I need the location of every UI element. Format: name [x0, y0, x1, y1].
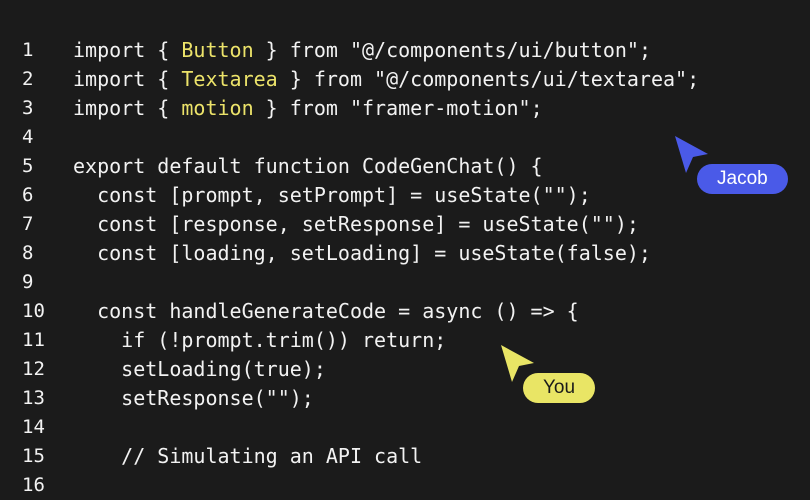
code-line[interactable]: 15 // Simulating an API call [0, 442, 810, 471]
jacob-cursor: Jacob [674, 136, 794, 196]
code-text: const [response, setResponse] = useState… [73, 210, 639, 239]
line-number: 1 [22, 38, 34, 61]
imported-identifier: Button [181, 37, 254, 62]
code-line[interactable]: 7 const [response, setResponse] = useSta… [0, 210, 810, 239]
line-number: 8 [22, 241, 34, 264]
code-line[interactable]: 9 [0, 268, 810, 297]
code-line[interactable]: 1 import { Button } from "@/components/ui… [0, 36, 810, 65]
code-token: const [loading, setLoading] = useState(f… [73, 240, 651, 265]
you-pointer-shape [501, 345, 534, 382]
you-cursor: You [500, 345, 620, 405]
code-token: const handleGenerateCode = async () => { [73, 298, 579, 323]
line-number: 5 [22, 154, 34, 177]
code-token: } from "@/components/ui/textarea"; [277, 66, 700, 91]
code-token: export default function CodeGenChat() { [73, 153, 543, 178]
line-number: 14 [22, 415, 45, 438]
code-token: setResponse(""); [73, 385, 314, 410]
code-token: import { [73, 95, 182, 120]
imported-identifier: motion [181, 95, 254, 120]
code-line[interactable]: 11 if (!prompt.trim()) return; [0, 326, 810, 355]
imported-identifier: Textarea [181, 66, 278, 91]
jacob-pointer-shape [675, 136, 708, 173]
line-number: 12 [22, 357, 45, 380]
code-line[interactable]: 12 setLoading(true); [0, 355, 810, 384]
code-line[interactable]: 3 import { motion } from "framer-motion"; [0, 94, 810, 123]
code-line[interactable]: 14 [0, 413, 810, 442]
code-text: const handleGenerateCode = async () => { [73, 297, 579, 326]
code-text: setResponse(""); [73, 384, 314, 413]
line-number: 9 [22, 270, 34, 293]
code-token: const [response, setResponse] = useState… [73, 211, 639, 236]
code-text: import { Textarea } from "@/components/u… [73, 65, 699, 94]
line-number: 2 [22, 67, 34, 90]
code-line[interactable]: 5 export default function CodeGenChat() { [0, 152, 810, 181]
line-number: 7 [22, 212, 34, 235]
code-line[interactable]: 10 const handleGenerateCode = async () =… [0, 297, 810, 326]
you-cursor-label: You [523, 373, 596, 403]
line-number: 15 [22, 444, 45, 467]
jacob-cursor-label: Jacob [697, 164, 788, 194]
code-line[interactable]: 4 [0, 123, 810, 152]
code-text: const [prompt, setPrompt] = useState("")… [73, 181, 591, 210]
line-number: 16 [22, 473, 45, 496]
line-number: 6 [22, 183, 34, 206]
code-token: import { [73, 66, 182, 91]
code-line[interactable]: 2 import { Textarea } from "@/components/… [0, 65, 810, 94]
code-text: // Simulating an API call [73, 442, 422, 471]
code-token: const [prompt, setPrompt] = useState("")… [73, 182, 591, 207]
line-number: 10 [22, 299, 45, 322]
code-text: if (!prompt.trim()) return; [73, 326, 446, 355]
code-token: import { [73, 37, 182, 62]
line-number: 4 [22, 125, 34, 148]
code-token: // Simulating an API call [73, 443, 423, 468]
code-text: import { motion } from "framer-motion"; [73, 94, 543, 123]
code-text: setLoading(true); [73, 355, 326, 384]
code-text: import { Button } from "@/components/ui/… [73, 36, 651, 65]
code-line[interactable]: 16 [0, 471, 810, 500]
line-number: 3 [22, 96, 34, 119]
code-token: setLoading(true); [73, 356, 326, 381]
code-text: const [loading, setLoading] = useState(f… [73, 239, 651, 268]
line-number: 11 [22, 328, 45, 351]
code-line[interactable]: 13 setResponse(""); [0, 384, 810, 413]
pointer-cursor-icon [501, 345, 534, 382]
pointer-cursor-icon [675, 136, 708, 173]
line-number: 13 [22, 386, 45, 409]
code-token: } from "framer-motion"; [253, 95, 543, 120]
code-line[interactable]: 6 const [prompt, setPrompt] = useState("… [0, 181, 810, 210]
code-text: export default function CodeGenChat() { [73, 152, 543, 181]
code-token: } from "@/components/ui/button"; [253, 37, 651, 62]
code-line[interactable]: 8 const [loading, setLoading] = useState… [0, 239, 810, 268]
code-token: if (!prompt.trim()) return; [73, 327, 447, 352]
